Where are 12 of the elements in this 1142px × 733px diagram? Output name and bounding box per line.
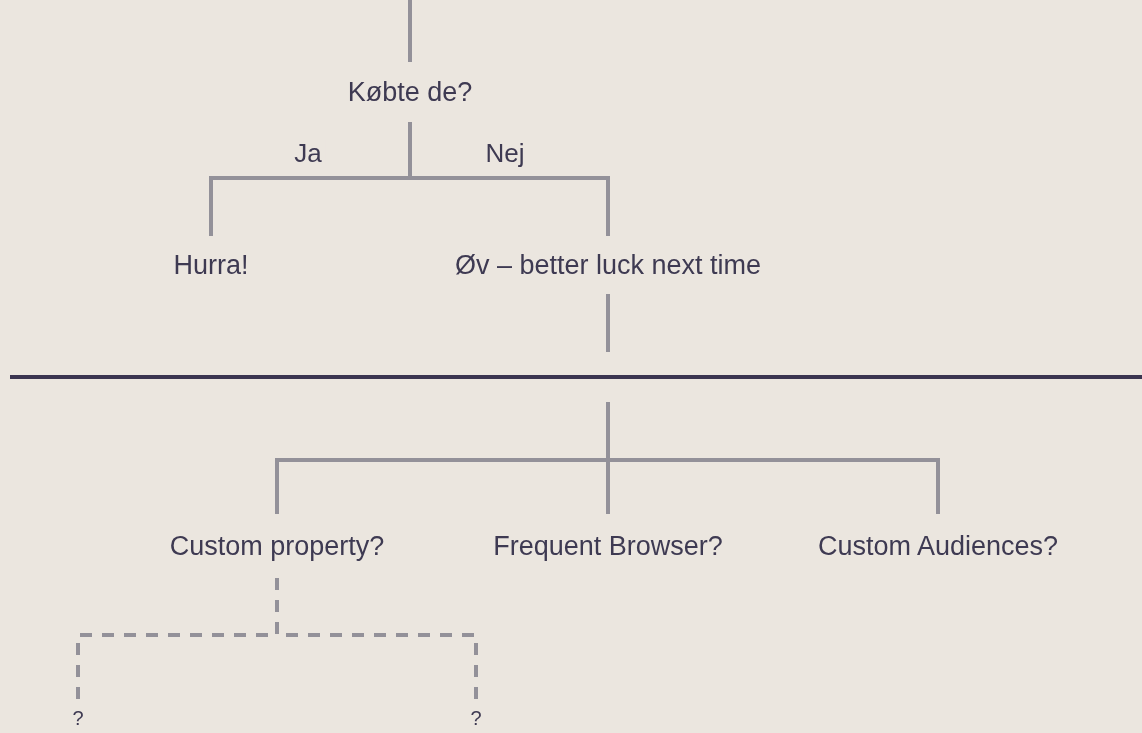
connector-line xyxy=(606,294,610,352)
node-text: ? xyxy=(470,708,482,728)
connector-line xyxy=(408,122,610,236)
node-text: Hurra! xyxy=(173,251,249,279)
connector-line xyxy=(408,0,412,62)
node-text: Custom Audiences? xyxy=(817,532,1059,560)
node-text: ? xyxy=(72,708,84,728)
node-text: Frequent Browser? xyxy=(493,532,723,560)
node-text: Custom property? xyxy=(169,532,385,560)
connector-line xyxy=(606,402,940,514)
node-text: Øv – better luck next time xyxy=(454,251,762,279)
node-text: Købte de? xyxy=(347,78,473,106)
